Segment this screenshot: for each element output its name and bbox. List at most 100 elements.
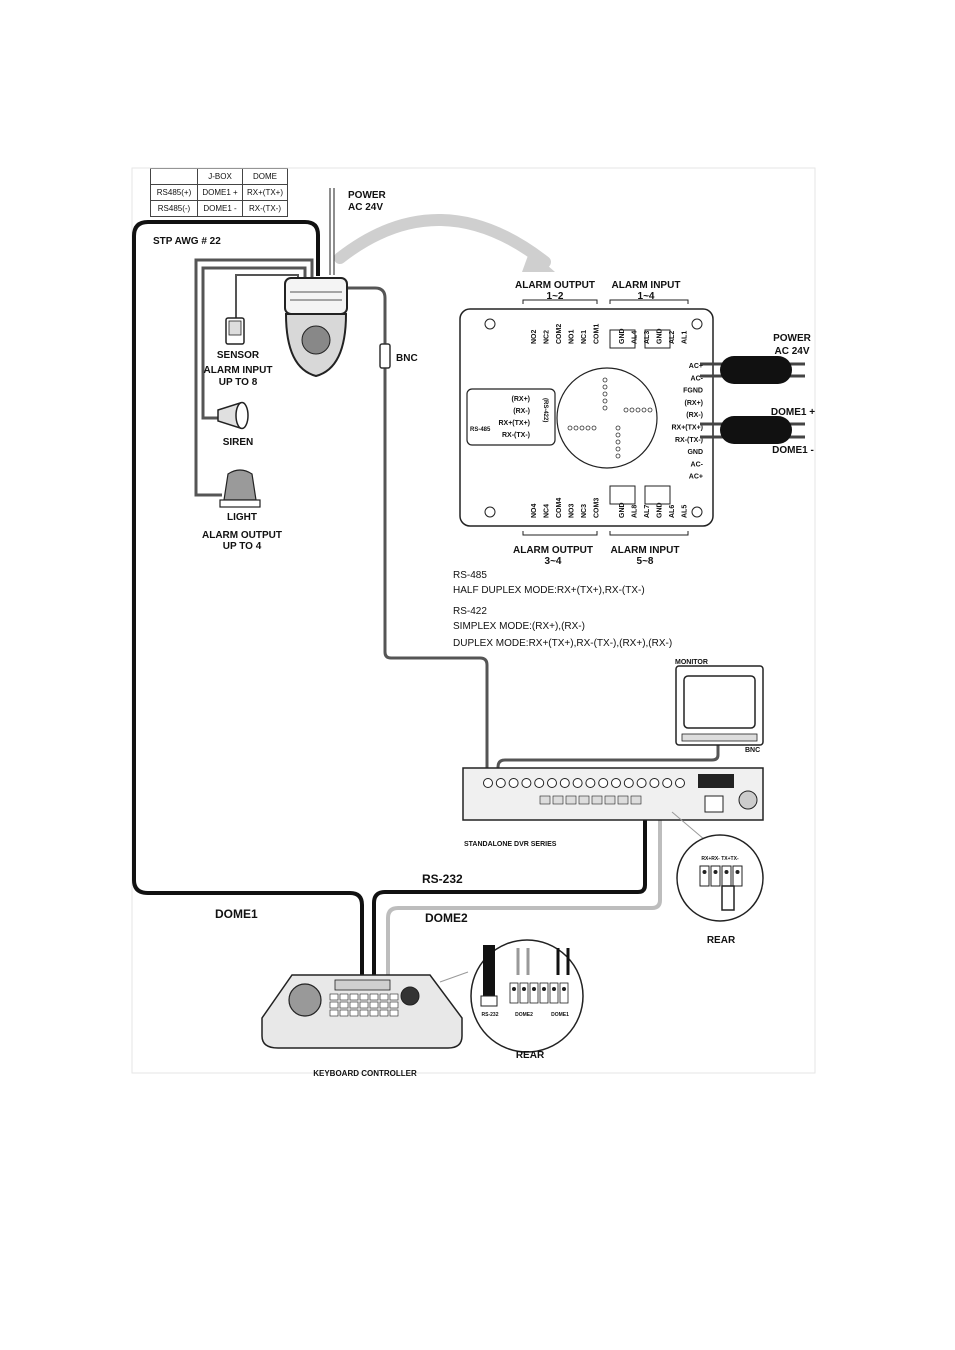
sensor-device xyxy=(225,317,245,345)
board-pin-label: AL2 xyxy=(669,331,676,344)
kb-rear-wires xyxy=(483,945,570,999)
board-dot xyxy=(591,425,597,431)
rs-terminal-label: (RX+) xyxy=(512,396,530,403)
dvr-bnc-ports xyxy=(483,778,685,805)
dvr-rear-wire xyxy=(721,885,735,911)
keyboard-key xyxy=(369,1009,379,1017)
dvr-bnc-port xyxy=(559,778,570,788)
kb-rear-pin xyxy=(529,982,539,1004)
table-cell: RX+(TX+) xyxy=(241,184,289,201)
board-terminal-label: AC+ xyxy=(689,363,703,370)
rs-box-terminals: (RX+)(RX-)RX+(TX+)RX-(TX-) xyxy=(498,396,530,439)
alarm-output-label: ALARM OUTPUT xyxy=(202,530,282,541)
kb-rear-pin-dot xyxy=(532,987,536,991)
dome1-minus-label: DOME1 - xyxy=(772,445,814,456)
ao-bottom-label: ALARM OUTPUT xyxy=(513,545,593,556)
board-dot xyxy=(585,425,591,431)
keyboard-label: KEYBOARD CONTROLLER xyxy=(313,1069,417,1078)
kb-rear-pin-dot xyxy=(522,987,526,991)
board-dot xyxy=(602,377,608,383)
dvr-bnc-port xyxy=(534,778,545,788)
keyboard-key xyxy=(339,1001,349,1009)
dvr-rear-pin-dot xyxy=(724,870,729,874)
keyboard-key xyxy=(359,1009,369,1017)
dvr-bnc-port xyxy=(662,778,673,788)
table-row: RS485(-) DOME1 - RX-(TX-) xyxy=(150,200,289,217)
rs-terminal-label: RX-(TX-) xyxy=(502,432,530,439)
dvr-bnc-port xyxy=(521,778,532,788)
kb-rear-pin xyxy=(559,982,569,1004)
board-terminal-label: AC+ xyxy=(689,474,703,481)
board-pin-label: GND xyxy=(619,328,626,344)
stp-label: STP AWG # 22 xyxy=(153,236,221,247)
board-pin-label: COM1 xyxy=(594,324,601,344)
siren-label: SIREN xyxy=(223,437,254,448)
ai-bottom-label: ALARM INPUT xyxy=(611,545,680,556)
board-dome1-cable xyxy=(700,416,805,444)
rs-terminal-box xyxy=(466,388,556,446)
terminal-block xyxy=(644,329,671,349)
table-cell: RX-(TX-) xyxy=(241,200,289,217)
bnc-cable xyxy=(345,286,489,800)
rs422-box-label: (RS-422) xyxy=(542,398,548,422)
keyboard-controller xyxy=(261,974,463,1049)
board-dot xyxy=(615,439,621,445)
board-pin-label: GND xyxy=(657,328,664,344)
kb-rear-pin-dot xyxy=(552,987,556,991)
keyboard-key xyxy=(339,1009,349,1017)
board-pin-label: AL7 xyxy=(644,505,651,518)
kb-dome1-label: DOME1 xyxy=(551,1012,569,1018)
dvr-terminal xyxy=(552,795,564,805)
dome-camera xyxy=(284,277,348,378)
board-terminal-label: GND xyxy=(687,449,703,456)
dvr-terminal xyxy=(591,795,603,805)
board-dot xyxy=(602,384,608,390)
enlarge-arrow xyxy=(334,214,551,268)
kb-rear-pin xyxy=(519,982,529,1004)
board-terminal-label: RX+(TX+) xyxy=(671,425,703,432)
dome1-cable xyxy=(132,220,364,985)
dvr-rear-pin xyxy=(699,865,710,887)
board-pin-label: NC3 xyxy=(581,504,588,518)
note-half-duplex: HALF DUPLEX MODE:RX+(TX+),RX-(TX-) xyxy=(453,585,645,596)
board-terminal-label: RX-(TX-) xyxy=(675,437,703,444)
rs-terminal-label: RX+(TX+) xyxy=(498,420,530,427)
board-pin-label: AL8 xyxy=(632,505,639,518)
board-dot xyxy=(567,425,573,431)
terminal-block xyxy=(609,485,636,505)
dome-power-label: POWER xyxy=(348,190,387,201)
keyboard-key xyxy=(349,1009,359,1017)
board-pin-label: COM2 xyxy=(556,324,563,344)
monitor-label: MONITOR xyxy=(675,659,708,666)
board-pin-label: COM4 xyxy=(556,498,563,518)
kb-rear-pin xyxy=(509,982,519,1004)
ao-bottom-bracket xyxy=(522,531,598,536)
board-pin-label: AL5 xyxy=(682,505,689,518)
ao-top-bracket xyxy=(522,299,598,304)
board-pin-label: GND xyxy=(619,502,626,518)
note-rs485: RS-485 xyxy=(453,570,487,581)
keyboard-key xyxy=(389,993,399,1001)
kb-rear-pin xyxy=(549,982,559,1004)
dvr-rear-pin xyxy=(721,865,732,887)
board-dot xyxy=(602,391,608,397)
kb-rear-pin-dot xyxy=(562,987,566,991)
dvr-rear-pin xyxy=(732,865,743,887)
dvr-terminal xyxy=(604,795,616,805)
ao-bottom-range: 3~4 xyxy=(545,556,562,567)
note-duplex: DUPLEX MODE:RX+(TX+),RX-(TX-),(RX+),(RX-… xyxy=(453,638,672,649)
dome-power-voltage: AC 24V xyxy=(348,202,383,213)
dvr-pins-label: RX+RX- TX+TX- xyxy=(701,856,739,862)
light-label: LIGHT xyxy=(227,512,257,523)
keyboard-key xyxy=(379,1001,389,1009)
table-cell: DOME1 - xyxy=(197,200,243,217)
rs232-cable xyxy=(372,818,647,985)
light-device xyxy=(219,469,261,508)
note-rs422: RS-422 xyxy=(453,606,487,617)
dvr-bnc-port xyxy=(636,778,647,788)
board-terminal-label: (RX+) xyxy=(685,400,703,407)
board-right-terminals: AC+AC-FGND(RX+)(RX-)RX+(TX+)RX-(TX-)GNDA… xyxy=(671,363,703,481)
sensor-label: SENSOR xyxy=(217,350,260,361)
board-pin-label: COM3 xyxy=(594,498,601,518)
dvr-rear-pin-dot xyxy=(713,870,718,874)
